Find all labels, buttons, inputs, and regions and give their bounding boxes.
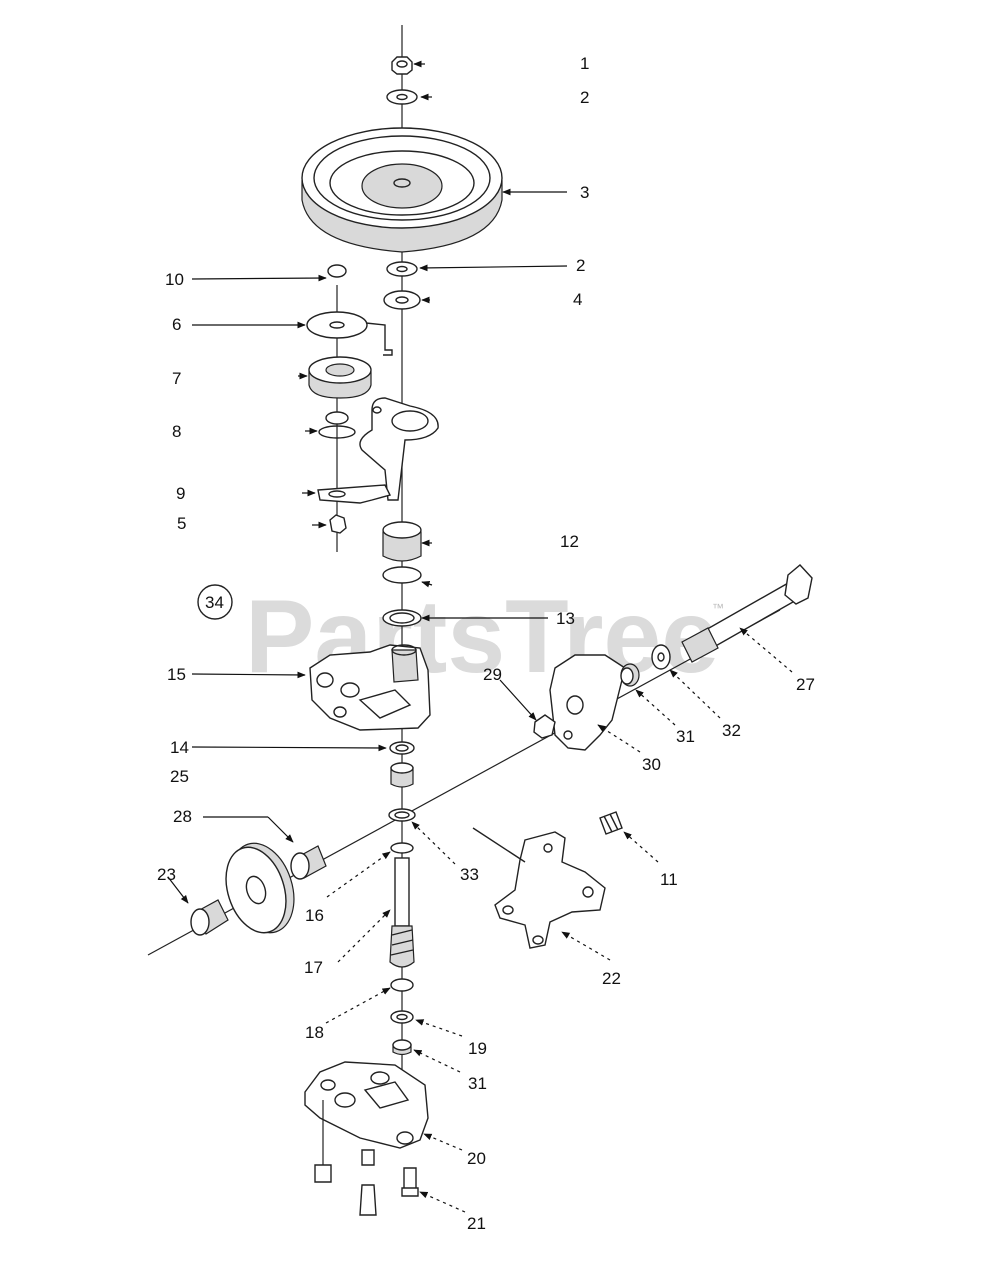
part-32-washer[interactable] [651,644,671,670]
part-21-bolts[interactable] [314,1100,419,1216]
part-17-worm-shaft[interactable] [389,857,415,968]
part-1-nut[interactable] [391,56,413,75]
part-15-housing[interactable] [309,644,431,731]
callout-19: 19 [468,1039,487,1058]
callout-20: 20 [467,1149,486,1168]
part-33-ring[interactable] [388,808,416,822]
callout-9: 9 [176,484,185,503]
part-20-lower-housing[interactable] [304,1061,429,1149]
part-25-sleeve[interactable] [390,762,414,788]
callout-16: 16 [305,906,324,925]
leader-lines [167,60,793,1213]
part-23-bushing[interactable] [190,899,229,936]
callout-29: 29 [483,665,502,684]
part-5-nut[interactable] [329,514,347,534]
part-12-bushing[interactable] [382,521,422,584]
part-28-bushing[interactable] [290,845,327,880]
callout-14: 14 [170,738,189,757]
part-31-bushing-lower[interactable] [392,1039,412,1056]
callout-18: 18 [305,1023,324,1042]
callout-21: 21 [467,1214,486,1233]
callout-8: 8 [172,422,181,441]
callout-31: 31 [676,727,695,746]
part-19-washer[interactable] [390,1010,414,1024]
callout-25: 25 [170,767,189,786]
part-2-washer-top[interactable] [386,89,418,105]
part-11-clip[interactable] [599,811,623,835]
part-31-bushing-right[interactable] [620,663,640,687]
callout-2: 2 [580,88,589,107]
callout-33: 33 [460,865,479,884]
part-6-plate[interactable] [306,311,393,356]
callout-10: 10 [165,270,184,289]
idler-bracket[interactable] [359,397,439,501]
callout-31: 31 [468,1074,487,1093]
callout-23: 23 [157,865,176,884]
part-2-washer-lower[interactable] [386,261,418,277]
callout-15: 15 [167,665,186,684]
spur-gear[interactable] [216,835,305,941]
part-22-bracket[interactable] [472,827,606,949]
callout-4: 4 [573,290,582,309]
callout-11: 11 [660,870,678,889]
part-27-shaft[interactable] [681,564,813,663]
callout-13: 13 [556,609,575,628]
callout-17: 17 [304,958,323,977]
part-3-pulley[interactable] [301,127,503,253]
callout-32: 32 [722,721,741,740]
callout-22: 22 [602,969,621,988]
callout-27: 27 [796,675,815,694]
callout-34-circle [197,584,233,620]
callout-1: 1 [580,54,589,73]
part-8-washer[interactable] [318,411,356,439]
part-4-spacer[interactable] [383,290,421,310]
callout-labels: 1 2 3 2 4 10 6 7 8 9 5 12 34 13 15 29 27… [157,54,815,1233]
callout-3: 3 [580,183,589,202]
callout-6: 6 [172,315,181,334]
part-29-nut[interactable] [533,714,556,739]
callout-28: 28 [173,807,192,826]
callout-30: 30 [642,755,661,774]
callout-5: 5 [177,514,186,533]
part-16-washer[interactable] [390,842,414,854]
part-18-washer[interactable] [390,978,414,992]
callout-2: 2 [576,256,585,275]
watermark-trademark: ™ [712,601,724,615]
part-9-arm[interactable] [317,484,392,504]
part-14-washer[interactable] [389,741,415,755]
callout-12: 12 [560,532,579,551]
part-10-cap[interactable] [327,264,347,278]
part-7-bearing[interactable] [308,356,372,399]
part-13-ring[interactable] [382,609,422,627]
callout-7: 7 [172,369,181,388]
callout-34: 34 [205,593,224,612]
